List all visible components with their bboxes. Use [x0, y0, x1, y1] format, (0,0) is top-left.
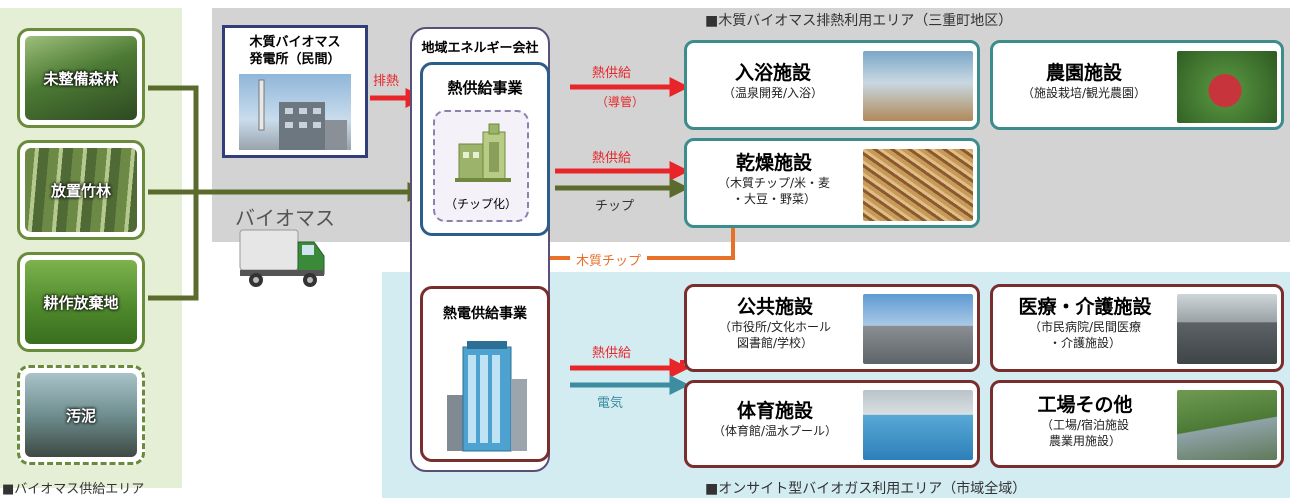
facility-factory: 工場その他 （工場/宿泊施設 農業用施設） — [990, 380, 1284, 468]
bath-photo — [863, 51, 973, 121]
sports-sub: （体育館/温水プール） — [712, 424, 838, 438]
public-building-photo — [863, 294, 973, 364]
heat-supply-dry-label: 熱供給 — [592, 151, 632, 166]
farmland-photo: 耕作放棄地 — [25, 260, 137, 344]
dry-name: 乾燥施設 — [735, 152, 812, 174]
public-sub1: （市役所/文化ホール — [718, 320, 832, 334]
farm-name: 農園施設 — [1045, 62, 1122, 84]
power-plant-photo — [239, 74, 351, 150]
factory-sub1: （工場/宿泊施設 — [1040, 418, 1130, 432]
factory-name: 工場その他 — [1037, 394, 1133, 416]
heat-supply-pipe-label: 熱供給 — [592, 66, 632, 81]
factory-icon — [258, 79, 347, 150]
source-sludge: 汚泥 — [17, 365, 145, 465]
forest-photo: 未整備森林 — [25, 36, 137, 120]
exhaust-heat-label: 排熱 — [373, 74, 400, 89]
farm-photo — [1177, 51, 1277, 123]
chp-title: 熱電供給事業 — [443, 306, 527, 322]
heat-supply-title: 熱供給事業 — [447, 79, 523, 97]
facility-farm: 農園施設 （施設栽培/観光農園） — [990, 40, 1284, 130]
chp-business: 熱電供給事業 — [420, 286, 550, 462]
source-abandoned-farmland: 耕作放棄地 — [17, 252, 145, 352]
chip-plant-icon — [455, 123, 511, 182]
sports-name: 体育施設 — [736, 400, 813, 422]
supply-area-caption: ■バイオマス供給エリア — [2, 482, 145, 497]
facility-public: 公共施設 （市役所/文化ホール 図書館/学校） — [684, 284, 980, 372]
company-title: 地域エネルギー会社 — [421, 41, 539, 56]
facility-sports: 体育施設 （体育館/温水プール） — [684, 380, 980, 468]
waste-heat-area-caption: ■木質バイオマス排熱利用エリア（三重町地区） — [705, 13, 1013, 29]
source-abandoned-bamboo: 放置竹林 — [17, 140, 145, 240]
pipe-label: （導管） — [596, 95, 645, 109]
truck-icon — [239, 229, 325, 287]
biomass-collection-lines — [148, 85, 199, 301]
factory-sub2: 農業用施設） — [1048, 434, 1121, 448]
public-name: 公共施設 — [736, 296, 813, 318]
bath-name: 入浴施設 — [734, 62, 811, 84]
office-building-icon — [447, 341, 527, 452]
factory-photo — [1177, 390, 1277, 460]
woodchip-photo — [863, 149, 973, 221]
biogas-area-caption: ■オンサイト型バイオガス利用エリア（市域全域） — [705, 481, 1027, 497]
facility-drying: 乾燥施設 （木質チップ/米・麦 ・大豆・野菜） — [684, 138, 980, 228]
dry-sub1: （木質チップ/米・麦 — [717, 176, 831, 190]
biomass-label: バイオマス — [235, 206, 335, 230]
farm-sub: （施設栽培/観光農園） — [1021, 86, 1147, 100]
hospital-photo — [1177, 294, 1277, 364]
source-unmanaged-forest: 未整備森林 — [17, 28, 145, 128]
sludge-photo: 汚泥 — [25, 373, 137, 457]
chp-heat-label: 熱供給 — [592, 346, 632, 361]
bath-sub: （温泉開発/入浴） — [722, 86, 824, 100]
wood-chip-label: 木質チップ — [570, 250, 648, 269]
dry-sub2: ・大豆・野菜） — [731, 192, 816, 206]
chipping-label: （チップ化） — [444, 197, 517, 211]
biomass-power-plant: 木質バイオマス 発電所（民間） — [222, 25, 368, 158]
bamboo-photo: 放置竹林 — [25, 148, 137, 232]
medical-sub2: ・介護施設） — [1048, 336, 1121, 350]
power-plant-title: 木質バイオマス 発電所（民間） — [249, 35, 341, 67]
public-sub2: 図書館/学校） — [736, 336, 814, 350]
chipping-unit: （チップ化） — [433, 110, 529, 222]
electricity-label: 電気 — [597, 396, 624, 411]
medical-name: 医療・介護施設 — [1018, 296, 1152, 318]
medical-sub1: （市民病院/民間医療 — [1028, 320, 1142, 334]
chip-label: チップ — [595, 199, 635, 214]
pool-photo — [863, 390, 973, 460]
facility-bath: 入浴施設 （温泉開発/入浴） — [684, 40, 980, 130]
facility-medical: 医療・介護施設 （市民病院/民間医療 ・介護施設） — [990, 284, 1284, 372]
